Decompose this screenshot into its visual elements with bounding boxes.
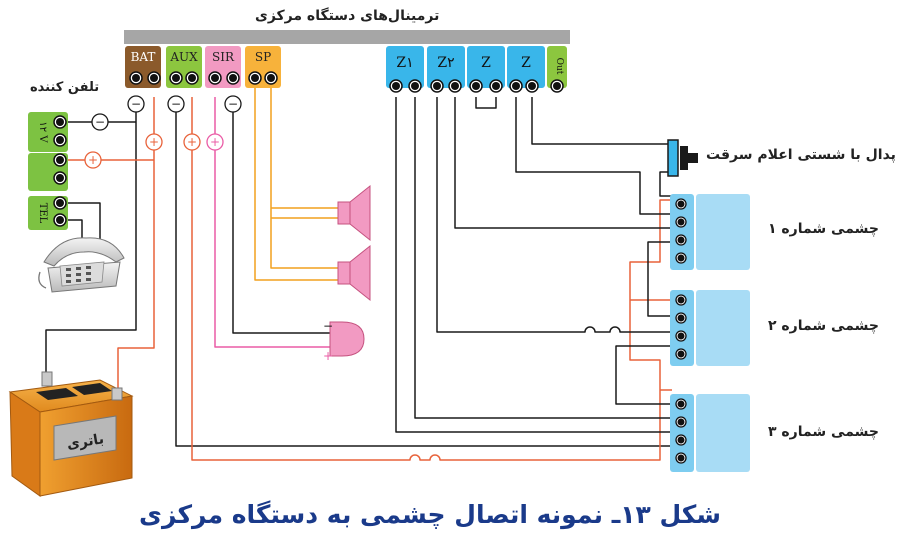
dialer-power-terminal <box>28 153 68 191</box>
sir-plus-marker: + <box>210 135 220 149</box>
wire-sp-b <box>270 70 338 269</box>
dialer-tel-label: TEL <box>37 203 48 224</box>
dialer-plus-marker: + <box>88 153 98 167</box>
terminal-z4 <box>507 46 545 93</box>
terminal-z2 <box>427 46 465 93</box>
caller-label: تلفن کننده <box>30 80 100 95</box>
battery-icon <box>8 371 134 497</box>
terminal-aux <box>166 46 202 88</box>
bat-plus-marker: + <box>149 135 159 149</box>
speaker-icon <box>337 184 371 242</box>
bat-minus-marker: − <box>131 97 141 111</box>
wire-z1-b <box>414 97 672 419</box>
speaker-icon <box>337 244 371 302</box>
motion-sensor-2 <box>670 290 750 366</box>
wire-z2-b <box>454 97 672 229</box>
terminal-label-z4: Z <box>521 55 531 71</box>
terminal-z3 <box>467 46 505 93</box>
siren-plus-label: + <box>323 349 333 363</box>
terminal-label-bat: BAT <box>131 50 156 64</box>
sir-minus-marker: − <box>228 97 238 111</box>
terminal-sir <box>205 46 241 88</box>
eye-label-3: چشمی شماره ۳ <box>768 424 879 440</box>
polarity-markers: − + − + − + − + <box>84 95 242 169</box>
wire-z-eye2 <box>531 97 668 145</box>
wire-pedal-eye <box>659 171 672 197</box>
terminal-label-z3: Z <box>481 55 491 71</box>
terminal-bat <box>125 46 161 88</box>
terminal-label-z2: Z۲ <box>437 55 454 71</box>
wire-bat-positive <box>117 97 155 392</box>
header-title: ترمینال‌های دستگاه مرکزی <box>255 8 440 24</box>
wire-sir-negative <box>232 97 330 334</box>
dialer-tel-terminal: TEL <box>28 196 68 230</box>
wire-aux-positive <box>191 97 672 461</box>
wire-eye1-eye2 <box>647 241 672 317</box>
terminal-label-sir: SIR <box>212 50 235 64</box>
wire-aux-negative <box>175 97 672 447</box>
wire-z-eye1 <box>515 97 672 215</box>
wire-sir-positive <box>214 97 330 348</box>
siren-icon <box>329 321 365 357</box>
dialer-12v-terminal: ۱۲ V <box>28 112 68 152</box>
siren-minus-label: − <box>323 319 333 333</box>
aux-minus-marker: − <box>171 97 181 111</box>
dialer-12v-label: ۱۲ V <box>37 121 48 143</box>
wire-eye2-eye3 <box>615 345 672 405</box>
terminal-out <box>547 46 567 93</box>
wire-z1-a <box>395 97 672 433</box>
pedal-switch-icon <box>667 139 698 177</box>
eye-label-2: چشمی شماره ۲ <box>768 318 879 334</box>
terminal-sp <box>245 46 281 88</box>
telephone-icon <box>38 237 125 293</box>
pedal-label: پدال با شستی اعلام سرقت <box>706 147 896 163</box>
wire-tel-b <box>68 219 83 240</box>
battery-label: باتری <box>66 431 105 453</box>
eye-label-1: چشمی شماره ۱ <box>768 221 879 237</box>
wire-z-loop <box>475 97 497 109</box>
wire-sp-a <box>254 70 338 281</box>
figure-caption: شکل ۱۳ـ نمونه اتصال چشمی به دستگاه مرکزی <box>139 500 721 529</box>
terminal-label-z1: Z۱ <box>396 55 413 71</box>
aux-plus-marker: + <box>187 135 197 149</box>
motion-sensor-3 <box>670 394 750 472</box>
wire-tel-a <box>68 202 101 240</box>
wire-bat-negative <box>45 97 137 375</box>
central-panel-bar <box>124 30 570 44</box>
terminal-label-out: Out <box>554 58 564 75</box>
terminal-label-sp: SP <box>255 50 271 64</box>
wire-z2-a <box>436 97 672 333</box>
terminal-z1 <box>386 46 424 93</box>
dialer-minus-marker: − <box>95 115 105 129</box>
terminal-label-aux: AUX <box>169 50 198 64</box>
motion-sensor-1 <box>670 194 750 270</box>
